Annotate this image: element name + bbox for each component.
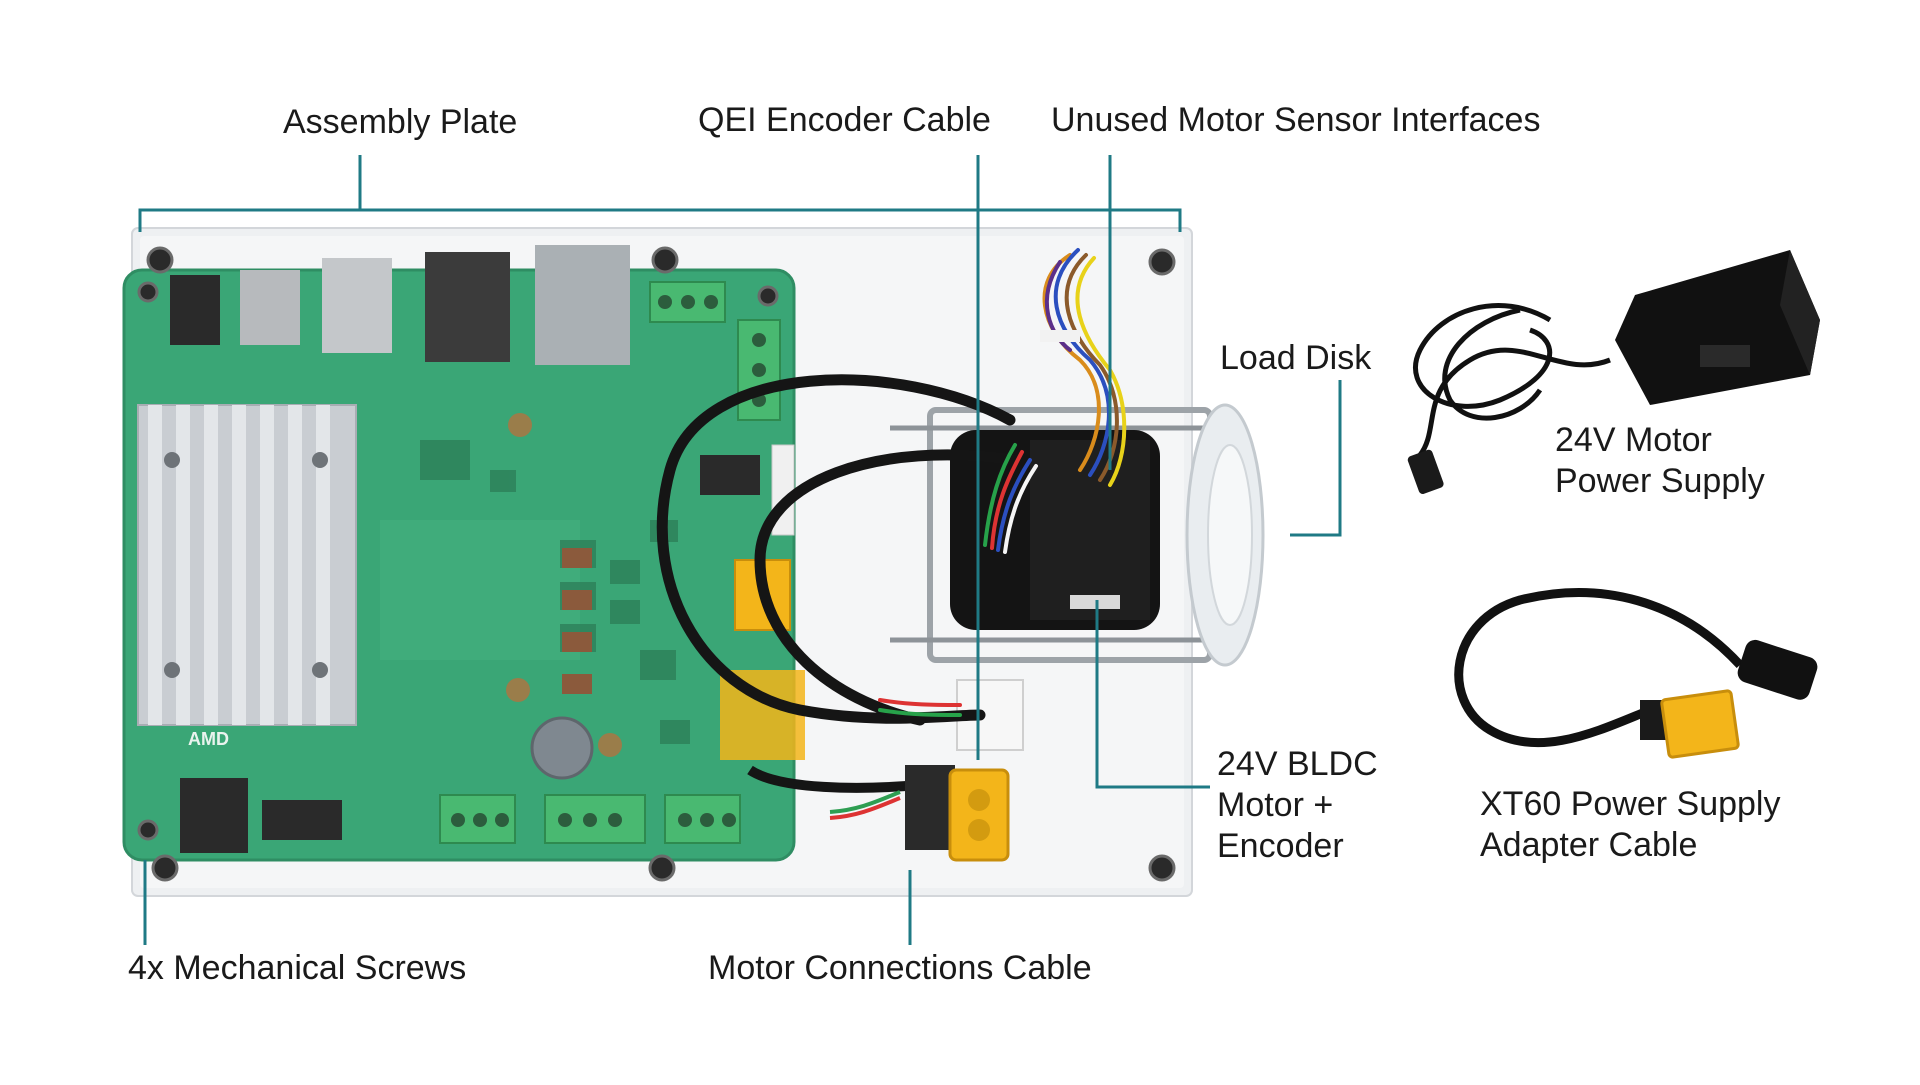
- label-motor-connections-cable: Motor Connections Cable: [708, 949, 1092, 987]
- leader-assembly-plate: [138, 155, 1182, 232]
- label-bldc-motor: 24V BLDC Motor + Encoder: [1217, 744, 1378, 867]
- bldc-motor: [890, 407, 1230, 663]
- label-bldc-motor-line-2: Motor +: [1217, 786, 1334, 824]
- label-unused-sensor-interfaces: Unused Motor Sensor Interfaces: [1051, 101, 1541, 139]
- board-marking: AMD: [188, 729, 229, 749]
- motor-connections-cable: [747, 765, 1010, 862]
- leader-lines: [138, 155, 1342, 945]
- label-bldc-motor-line-3: Encoder: [1217, 827, 1344, 865]
- label-assembly-plate: Assembly Plate: [283, 103, 518, 141]
- label-power-supply-line-2: Power Supply: [1555, 462, 1765, 500]
- leader-load-disk: [1290, 380, 1342, 537]
- leader-bldc-motor: [1095, 600, 1210, 789]
- label-qei-encoder-cable: QEI Encoder Cable: [698, 101, 991, 139]
- label-power-supply-line-1: 24V Motor: [1555, 421, 1712, 459]
- label-bldc-motor-line-1: 24V BLDC: [1217, 745, 1378, 783]
- power-supply: [1407, 250, 1820, 494]
- label-adapter-cable-line-1: XT60 Power Supply: [1480, 785, 1781, 823]
- sensor-wires: [1040, 248, 1127, 487]
- mechanical-screws: [137, 246, 1176, 882]
- label-adapter-cable: XT60 Power Supply Adapter Cable: [1480, 784, 1781, 866]
- label-screws: 4x Mechanical Screws: [128, 949, 467, 987]
- label-load-disk: Load Disk: [1220, 339, 1372, 377]
- encoder-cable: [656, 374, 1038, 726]
- heatsink: [137, 404, 357, 726]
- adapter-cable: [1454, 588, 1818, 759]
- label-adapter-cable-line-2: Adapter Cable: [1480, 826, 1698, 864]
- label-power-supply: 24V Motor Power Supply: [1555, 420, 1765, 502]
- load-disk: [1185, 403, 1265, 667]
